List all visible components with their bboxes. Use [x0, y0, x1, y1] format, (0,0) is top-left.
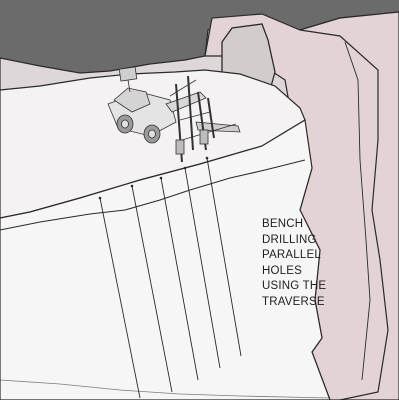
caption-line: USING THE: [262, 279, 372, 295]
rig-wheel: [149, 130, 156, 138]
rig-wheel: [122, 120, 129, 128]
caption-line: HOLES: [262, 264, 372, 280]
drill-hole-collar: [184, 167, 187, 170]
drill-hole-collar: [206, 157, 209, 160]
caption-line: PARALLEL: [262, 248, 372, 264]
drill-hole-collar: [99, 197, 102, 200]
rig-feed: [200, 130, 208, 144]
rig-feed: [176, 140, 184, 154]
drill-hole-collar: [160, 177, 163, 180]
caption-line: TRAVERSE: [262, 295, 372, 311]
diagram-caption: BENCH DRILLING PARALLEL HOLES USING THE …: [262, 217, 372, 310]
drill-hole-collar: [131, 185, 134, 188]
caption-line: DRILLING: [262, 233, 372, 249]
rig-engine: [119, 67, 137, 81]
caption-line: BENCH: [262, 217, 372, 233]
